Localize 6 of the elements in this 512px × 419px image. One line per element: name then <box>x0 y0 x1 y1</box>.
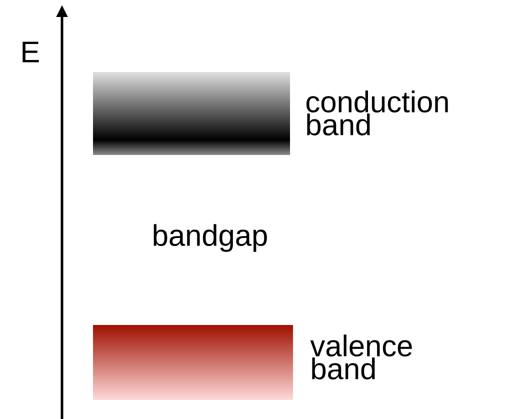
gap-label: bandgap <box>154 224 267 252</box>
axis-label: E <box>22 42 39 62</box>
band-label: valence band <box>310 334 412 380</box>
energy-band <box>93 72 290 155</box>
band-label: conduction band <box>306 90 448 136</box>
energy-band <box>93 325 293 400</box>
